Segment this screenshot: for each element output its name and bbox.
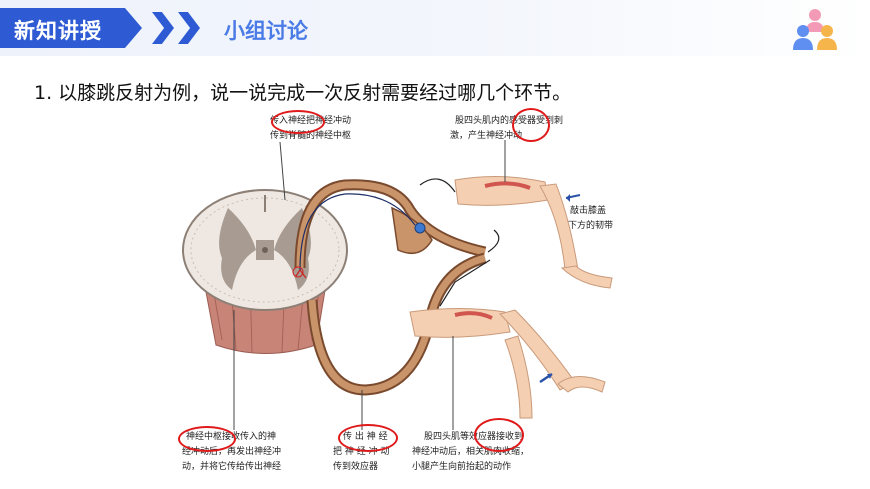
section-tag-label: 新知讲授 [14, 19, 102, 43]
label-line: 激，产生神经冲动 [450, 131, 523, 141]
leg-before-tap-illustration [419, 175, 613, 289]
label-line: 神经冲动后，相关肌肉收缩， [412, 447, 530, 457]
highlight-circle-center [178, 426, 236, 452]
highlight-circle-effector [474, 418, 524, 452]
group-discussion-icon [793, 9, 837, 50]
label-tap-ligament: 敲击膝盖 下方的韧带 [568, 204, 613, 234]
header-bar: 新知讲授 小组讨论 [0, 0, 870, 56]
highlight-circle-efferent [338, 424, 398, 452]
highlight-circle-receptor [512, 108, 550, 142]
question-body: 以膝跳反射为例，说一说完成一次反射需要经过哪几个环节。 [58, 82, 572, 104]
label-line: 动，并将它传给传出神经 [182, 462, 282, 472]
nerve-pathway-illustration [292, 179, 487, 396]
label-leader-lines [233, 140, 506, 430]
reflex-illustration [182, 140, 613, 430]
label-line: 传到效应器 [333, 462, 379, 472]
label-line: 把 神 经 冲 动 [333, 447, 390, 457]
question-number: 1. [34, 82, 53, 104]
question-text: 1.以膝跳反射为例，说一说完成一次反射需要经过哪几个环节。 [34, 78, 571, 105]
header-background [0, 0, 870, 56]
label-effector: 股四头肌等效应器接收到 神经冲动后，相关肌肉收缩， 小腿产生向前抬起的动作 [412, 430, 529, 475]
label-receptor: 股四头肌内的感受器受到刺 激，产生神经冲动 [450, 114, 563, 144]
label-line: 经冲动后，再发出神经冲 [182, 447, 282, 457]
label-line: 股四头肌等效应器接收到 [424, 432, 524, 442]
section-title: 小组讨论 [224, 19, 308, 43]
label-line: 传到脊髓的神经中枢 [270, 131, 352, 141]
leg-after-tap-illustration [409, 259, 606, 419]
highlight-circle-afferent [271, 110, 325, 134]
knee-jerk-reflex-diagram: 传入神经把神经冲动 传到脊髓的神经中枢 股四头肌内的感受器受到刺 激，产生神经冲… [0, 100, 870, 489]
label-line: 股四头肌内的感受器受到刺 [455, 116, 564, 126]
spinal-cord-illustration [182, 189, 348, 354]
label-line: 小腿产生向前抬起的动作 [412, 462, 512, 472]
section-tag [0, 8, 142, 48]
label-line: 下方的韧带 [568, 221, 614, 231]
label-line: 敲击膝盖 [570, 206, 607, 216]
